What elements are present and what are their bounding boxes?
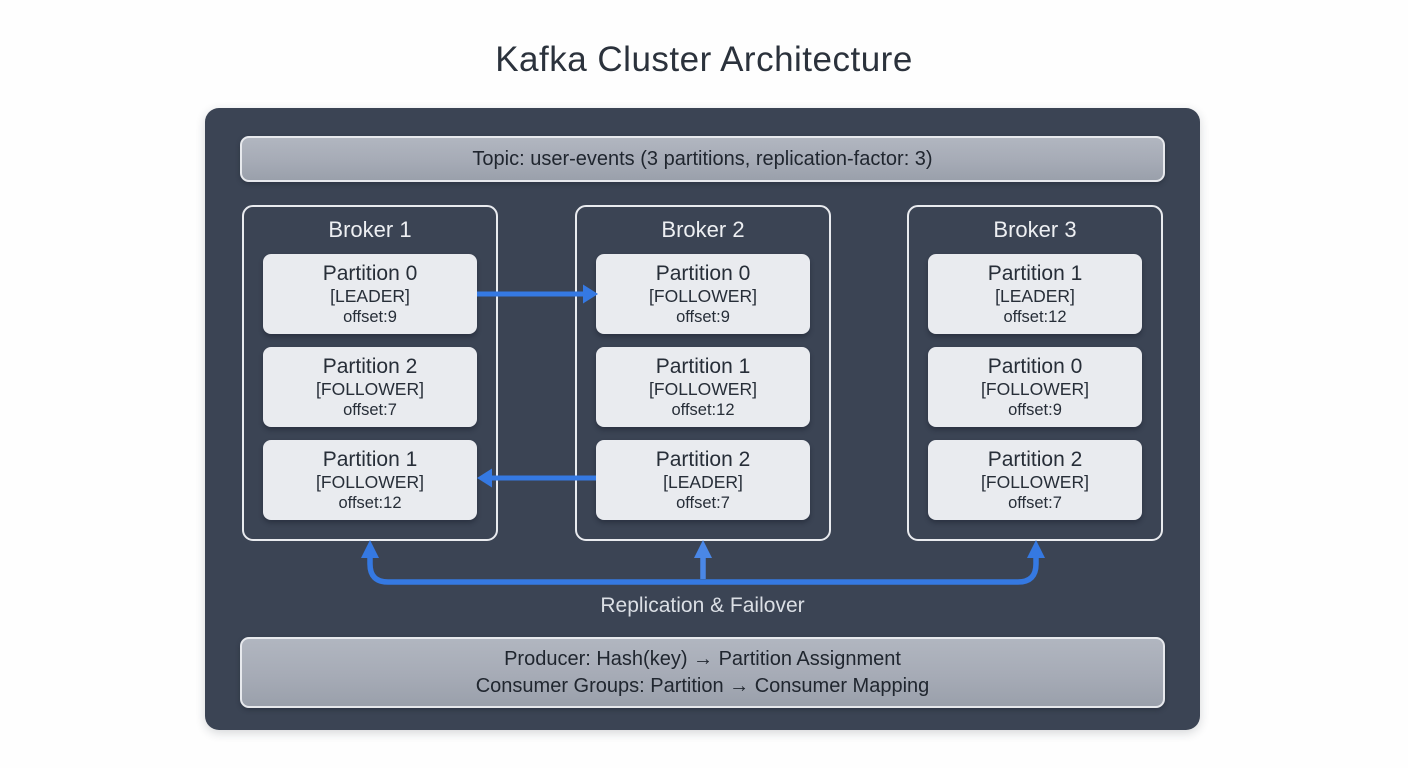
broker-2-title: Broker 2: [661, 217, 745, 242]
partition-offset: offset:7: [343, 400, 397, 419]
broker-2-box: Broker 2 Partition 0 [FOLLOWER] offset:9…: [575, 205, 831, 541]
partition-offset: offset:12: [671, 400, 735, 419]
footer-line-producer: Producer: Hash(key) → Partition Assignme…: [504, 647, 901, 670]
kafka-cluster-diagram: Topic: user-events (3 partitions, replic…: [205, 108, 1200, 730]
partition-card: Partition 2 [FOLLOWER] offset:7: [928, 440, 1142, 520]
broker-3-partitions: Partition 1 [LEADER] offset:12 Partition…: [928, 254, 1142, 520]
page-title: Kafka Cluster Architecture: [495, 40, 913, 79]
partition-name: Partition 0: [987, 354, 1083, 378]
partition-role: [FOLLOWER]: [649, 285, 757, 306]
partition-offset: offset:9: [676, 307, 730, 326]
partition-offset: offset:7: [1008, 493, 1062, 512]
partition-card: Partition 2 [LEADER] offset:7: [596, 440, 810, 520]
partition-role: [FOLLOWER]: [981, 471, 1089, 492]
partition-name: Partition 0: [655, 261, 751, 285]
partition-offset: offset:9: [1008, 400, 1062, 419]
footer-line-consumer: Consumer Groups: Partition → Consumer Ma…: [475, 674, 930, 697]
replication-label: Replication & Failover: [600, 594, 805, 617]
partition-card: Partition 1 [FOLLOWER] offset:12: [263, 440, 477, 520]
partition-card: Partition 0 [LEADER] offset:9: [263, 254, 477, 334]
partition-name: Partition 2: [987, 447, 1083, 471]
partition-name: Partition 2: [655, 447, 751, 471]
partition-card: Partition 0 [FOLLOWER] offset:9: [928, 347, 1142, 427]
broker-3-title: Broker 3: [993, 217, 1077, 242]
partition-name: Partition 1: [322, 447, 418, 471]
broker-2-partitions: Partition 0 [FOLLOWER] offset:9 Partitio…: [596, 254, 810, 520]
partition-card: Partition 1 [LEADER] offset:12: [928, 254, 1142, 334]
broker-1-box: Broker 1 Partition 0 [LEADER] offset:9 P…: [242, 205, 498, 541]
partition-role: [LEADER]: [663, 471, 743, 492]
partition-role: [FOLLOWER]: [649, 378, 757, 399]
partition-offset: offset:9: [343, 307, 397, 326]
partition-role: [FOLLOWER]: [316, 471, 424, 492]
partition-offset: offset:12: [338, 493, 402, 512]
partition-name: Partition 2: [322, 354, 418, 378]
partition-offset: offset:7: [676, 493, 730, 512]
topic-banner: Topic: user-events (3 partitions, replic…: [240, 136, 1165, 182]
partition-name: Partition 1: [655, 354, 751, 378]
replication-bus-icon: [361, 540, 1045, 585]
partition-role: [FOLLOWER]: [316, 378, 424, 399]
partition-card: Partition 1 [FOLLOWER] offset:12: [596, 347, 810, 427]
footer-banner: Producer: Hash(key) → Partition Assignme…: [240, 637, 1165, 708]
topic-banner-text: Topic: user-events (3 partitions, replic…: [472, 147, 933, 170]
partition-role: [LEADER]: [330, 285, 410, 306]
broker-1-title: Broker 1: [328, 217, 412, 242]
partition-role: [FOLLOWER]: [981, 378, 1089, 399]
partition-card: Partition 0 [FOLLOWER] offset:9: [596, 254, 810, 334]
broker-3-box: Broker 3 Partition 1 [LEADER] offset:12 …: [907, 205, 1163, 541]
broker-1-partitions: Partition 0 [LEADER] offset:9 Partition …: [263, 254, 477, 520]
partition-role: [LEADER]: [995, 285, 1075, 306]
partition-name: Partition 1: [987, 261, 1083, 285]
partition-card: Partition 2 [FOLLOWER] offset:7: [263, 347, 477, 427]
partition-name: Partition 0: [322, 261, 418, 285]
partition-offset: offset:12: [1003, 307, 1067, 326]
